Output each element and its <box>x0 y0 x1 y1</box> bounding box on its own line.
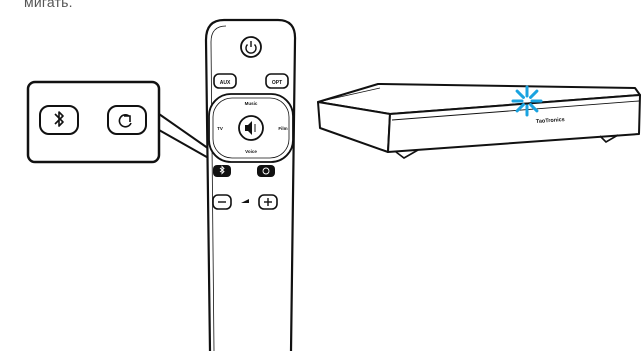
indicator-ray <box>515 89 525 99</box>
opt-label: OPT <box>272 80 282 86</box>
opt-button[interactable]: OPT <box>265 73 289 89</box>
power-icon <box>245 41 257 54</box>
brand-label: TaoTronics <box>536 117 565 125</box>
indicator-ray <box>515 103 525 113</box>
indicator-light <box>511 85 543 117</box>
volume-down-button[interactable] <box>212 194 232 210</box>
mute-icon <box>245 121 256 135</box>
aux-label: AUX <box>220 80 231 86</box>
sync-button[interactable] <box>257 165 275 177</box>
aux-button[interactable]: AUX <box>213 73 237 89</box>
callout-line-bottom <box>158 129 213 161</box>
bluetooth-button[interactable] <box>213 165 231 177</box>
mute-button[interactable] <box>238 115 264 141</box>
remote-control: AUX OPT Music TV Film Voice <box>204 18 297 351</box>
bluetooth-icon <box>54 111 64 127</box>
callout-sync-button <box>107 105 147 135</box>
power-button[interactable] <box>240 36 262 58</box>
caption-text: мигать. <box>24 0 73 10</box>
soundbar: TaoTronics <box>317 83 641 159</box>
sync-icon <box>262 167 270 175</box>
callout-bluetooth-button <box>39 105 79 135</box>
plus-icon <box>264 198 272 206</box>
bluetooth-icon <box>219 165 225 175</box>
dpad-right-label: Film <box>278 126 287 131</box>
volume-up-button[interactable] <box>258 194 278 210</box>
zoom-callout <box>26 80 223 164</box>
dpad-up-label: Music <box>245 101 258 106</box>
dpad-left-label: TV <box>217 126 223 131</box>
indicator-rays <box>511 85 543 117</box>
volume-indicator <box>241 199 249 203</box>
indicator-ray <box>529 103 539 113</box>
dpad-down-label: Voice <box>245 149 257 154</box>
sync-icon <box>118 114 132 128</box>
indicator-ray <box>529 89 539 99</box>
